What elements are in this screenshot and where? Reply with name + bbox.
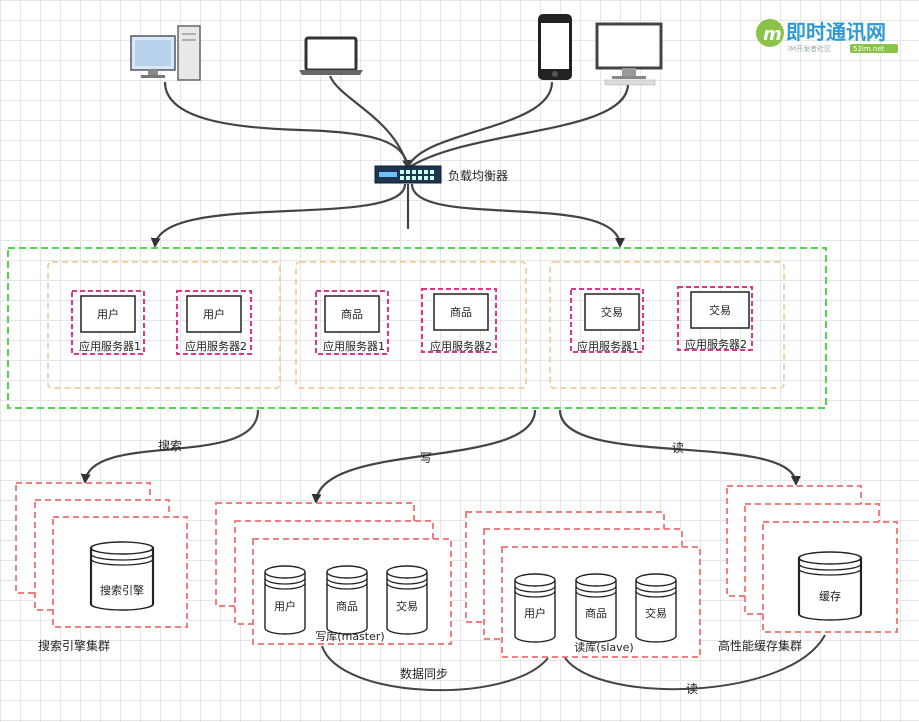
app-server: 交易 应用服务器2 <box>677 286 753 351</box>
cache-cluster-label: 高性能缓存集群 <box>718 638 802 653</box>
slave-db-label: 交易 <box>645 606 667 620</box>
load-balancer-icon <box>374 165 442 184</box>
app-server-name: 应用服务器1 <box>323 339 385 353</box>
app-module-label: 交易 <box>601 305 623 319</box>
app-server-name: 应用服务器1 <box>79 339 141 353</box>
search-cluster-label: 搜索引擎集群 <box>38 638 110 653</box>
search-engine-cluster: 搜索引擎 <box>15 482 188 628</box>
logo-name: 即时通讯网 <box>786 20 886 44</box>
app-module-label: 交易 <box>709 303 731 317</box>
logo-badge: 52im.net <box>853 45 885 53</box>
slave-db-label: 商品 <box>585 606 607 620</box>
product-app-group <box>295 261 527 389</box>
svg-text:m: m <box>763 24 782 45</box>
sync-read-curves <box>321 634 826 692</box>
slave-db-cluster: 用户 商品 交易 读库(slave) <box>465 511 701 658</box>
app-server: 用户 应用服务器1 <box>71 290 145 355</box>
cache-db-label: 缓存 <box>819 589 841 603</box>
search-engine-db-label: 搜索引擎 <box>100 583 144 597</box>
master-cluster-label: 写库(master) <box>315 630 384 643</box>
app-server-name: 应用服务器2 <box>685 337 747 351</box>
lb-to-app-arrows <box>150 183 625 248</box>
app-server: 商品 应用服务器2 <box>421 288 497 353</box>
app-server: 商品 应用服务器1 <box>315 290 389 355</box>
master-db-label: 交易 <box>396 599 418 613</box>
edge-label-search: 搜索 <box>158 438 182 453</box>
app-layer-container <box>7 247 827 409</box>
laptop-icon <box>299 36 363 75</box>
app-module-label: 商品 <box>341 307 363 321</box>
master-db-cluster: 用户 商品 交易 写库(master) <box>215 502 452 645</box>
app-to-storage-arrows <box>80 409 801 504</box>
app-server-name: 应用服务器1 <box>577 339 639 353</box>
logo-sub: IM开发者社区 <box>788 44 831 53</box>
monitor-icon <box>595 22 663 86</box>
edge-label-sync: 数据同步 <box>400 666 448 681</box>
trade-app-group <box>549 261 785 389</box>
app-server-name: 应用服务器2 <box>185 339 247 353</box>
cache-cluster: 缓存 <box>726 485 898 633</box>
master-db-label: 商品 <box>336 599 358 613</box>
slave-cluster-label: 读库(slave) <box>574 640 633 654</box>
user-app-group <box>47 261 281 389</box>
slave-db-label: 用户 <box>524 606 546 620</box>
app-server: 交易 应用服务器1 <box>570 288 644 353</box>
edge-label-read-cache: 读 <box>686 682 698 696</box>
edge-label-read: 读 <box>672 441 684 455</box>
app-module-label: 商品 <box>450 305 472 319</box>
desktop-pc-icon <box>130 25 201 81</box>
load-balancer-label: 负载均衡器 <box>448 169 508 183</box>
app-server-name: 应用服务器2 <box>430 339 492 353</box>
app-module-label: 用户 <box>203 307 225 321</box>
client-connections <box>163 75 630 170</box>
smartphone-icon <box>538 14 572 80</box>
logo: m 即时通讯网 IM开发者社区 52im.net <box>756 19 898 53</box>
edge-label-write: 写 <box>420 451 432 465</box>
app-module-label: 用户 <box>97 307 119 321</box>
app-server: 用户 应用服务器2 <box>176 290 252 355</box>
master-db-label: 用户 <box>274 599 296 613</box>
